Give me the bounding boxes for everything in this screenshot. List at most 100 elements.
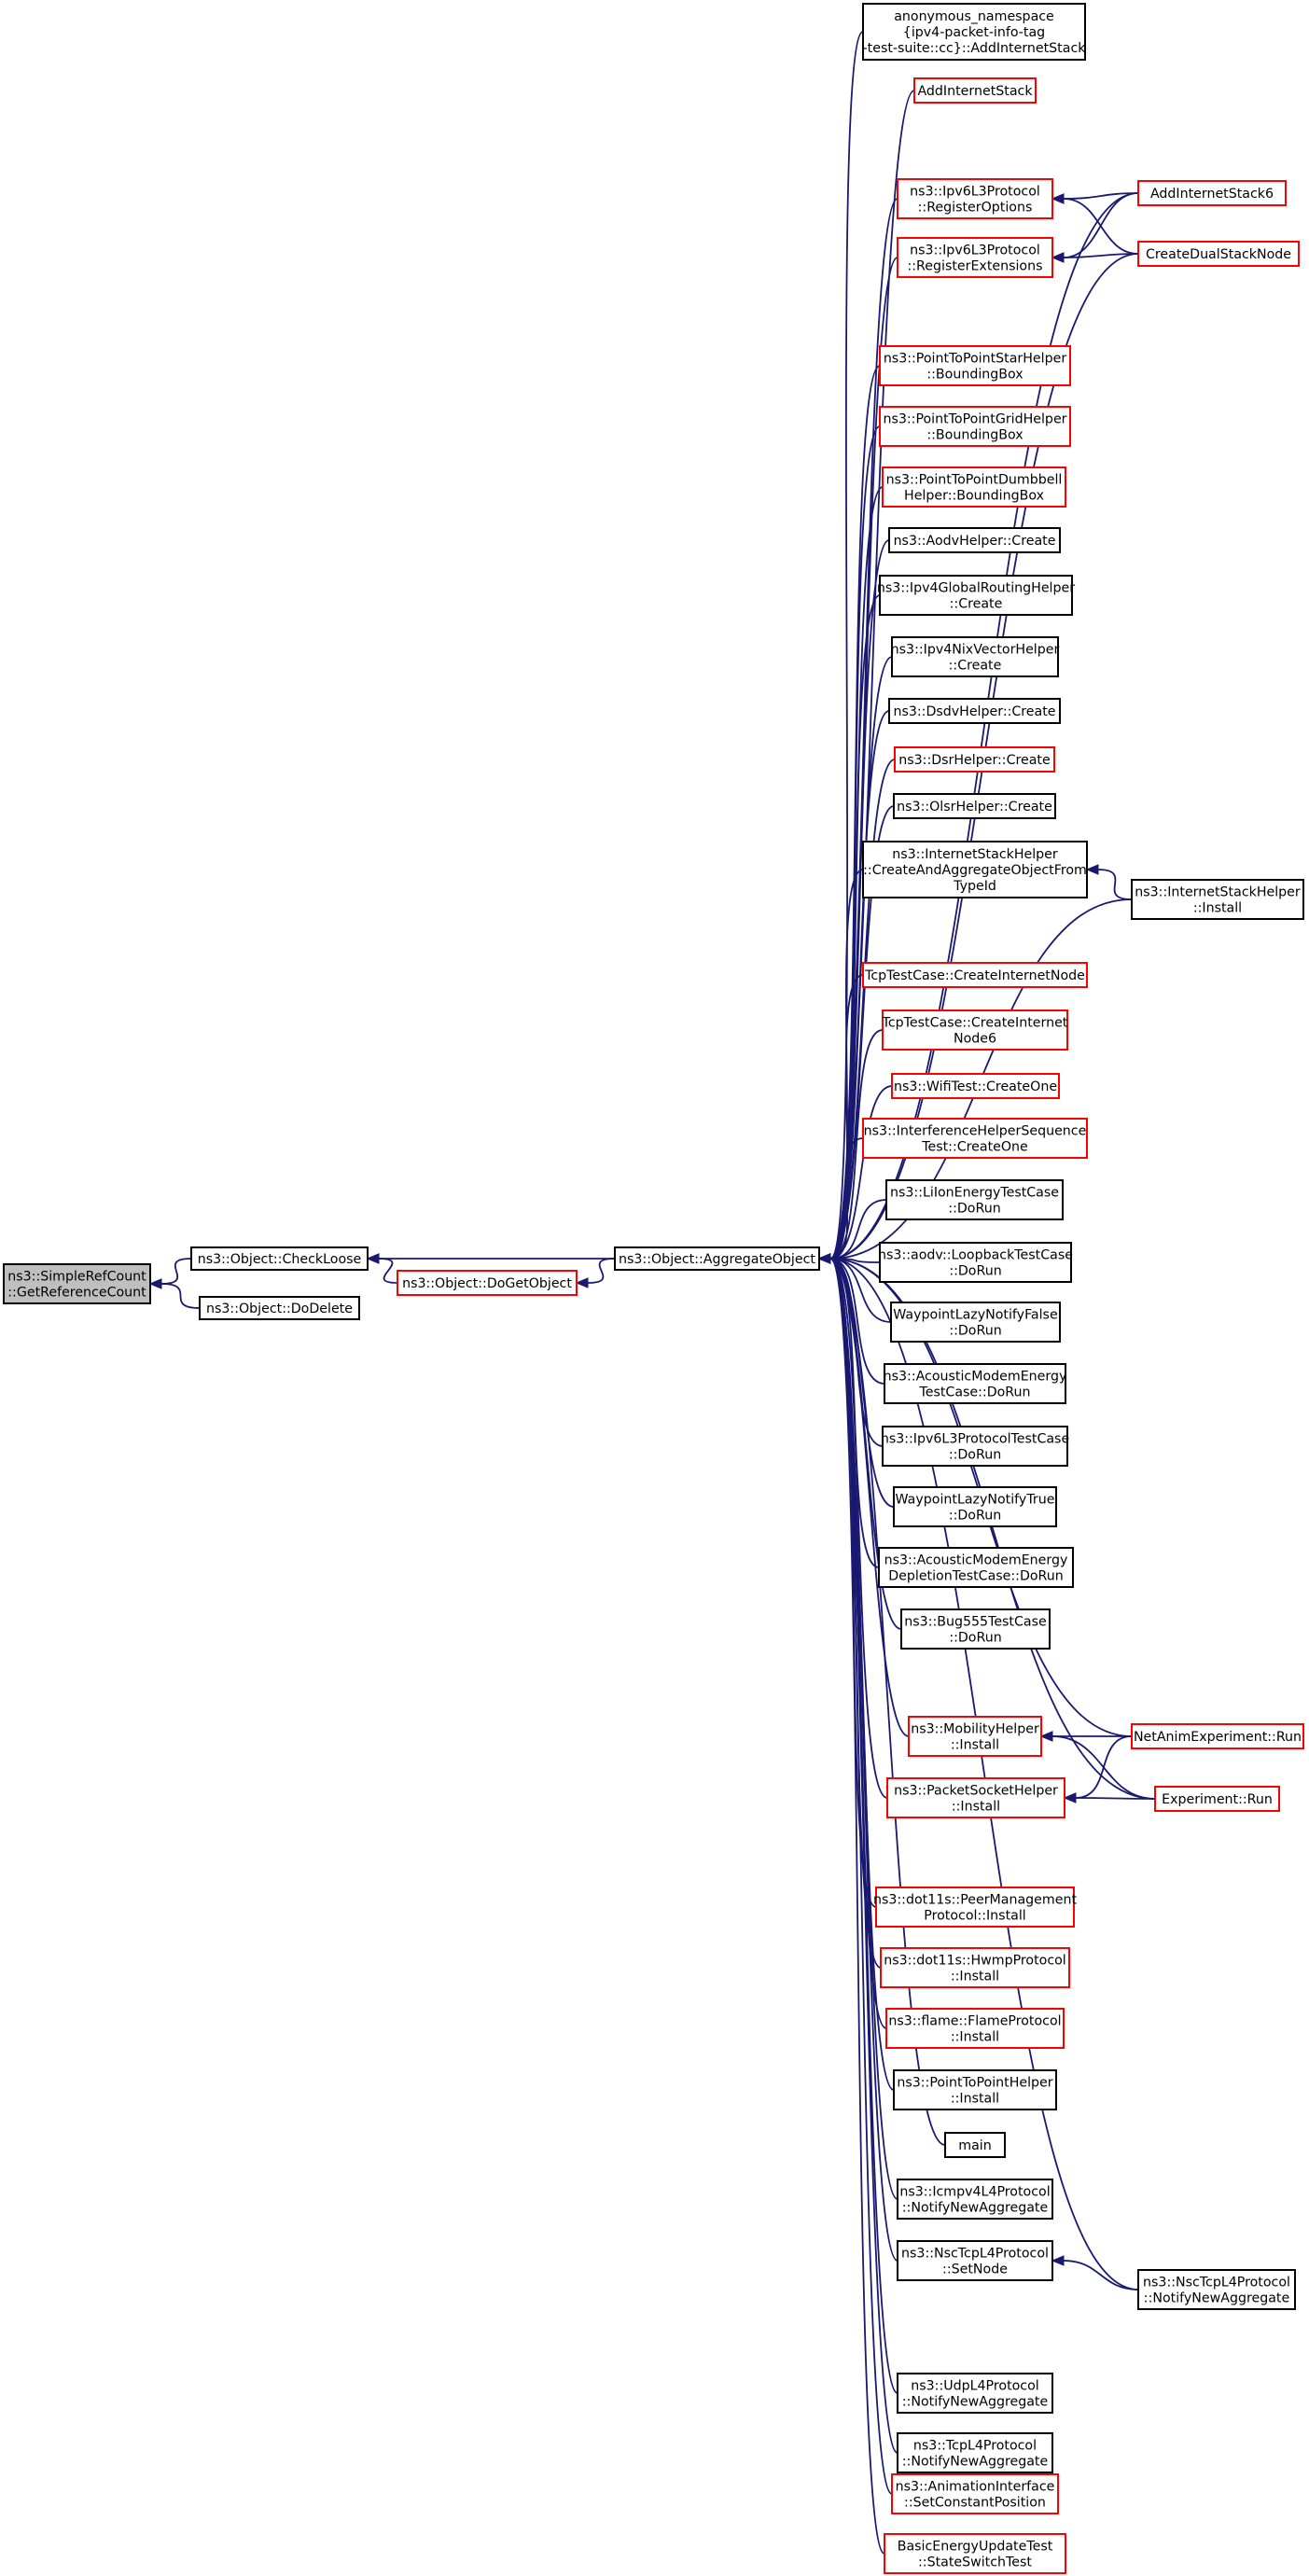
graph-node-udpl4[interactable]: ns3::UdpL4Protocol::NotifyNewAggregate — [897, 2373, 1053, 2414]
call-edge — [1063, 1735, 1133, 1803]
node-label: ns3::MobilityHelper — [911, 1722, 1039, 1737]
node-box — [879, 1242, 1072, 1283]
graph-node-dsdv[interactable]: ns3::DsdvHelper::Create — [888, 698, 1061, 724]
node-label: Test::CreateOne — [921, 1140, 1028, 1155]
call-edge — [1051, 2255, 1139, 2291]
call-edge — [575, 1258, 616, 1288]
graph-node-aggregate[interactable]: ns3::Object::AggregateObject — [614, 1246, 820, 1271]
node-label: Experiment::Run — [1162, 1792, 1273, 1807]
graph-node-root[interactable]: ns3::SimpleRefCount::GetReferenceCount — [3, 1263, 151, 1304]
graph-node-createaggregate[interactable]: ns3::InternetStackHelper::CreateAndAggre… — [862, 841, 1088, 898]
graph-node-basicenergy[interactable]: BasicEnergyUpdateTest::StateSwitchTest — [884, 2533, 1066, 2574]
graph-node-addinternetstack[interactable]: AddInternetStack — [913, 77, 1037, 104]
node-box — [913, 77, 1037, 104]
node-label: Node6 — [954, 1032, 996, 1047]
graph-node-anon_add[interactable]: anonymous_namespace{ipv4-packet-info-tag… — [862, 3, 1087, 61]
graph-node-addinternetstack6[interactable]: AddInternetStack6 — [1137, 180, 1287, 206]
node-label: ns3::UdpL4Protocol — [911, 2379, 1038, 2394]
graph-node-wifitest[interactable]: ns3::WifiTest::CreateOne — [891, 1073, 1060, 1099]
node-box — [862, 1118, 1088, 1159]
graph-node-dsr[interactable]: ns3::DsrHelper::Create — [894, 746, 1055, 773]
node-label: Helper::BoundingBox — [904, 489, 1044, 504]
node-box — [190, 1246, 369, 1271]
graph-node-animiface[interactable]: ns3::AnimationInterface::SetConstantPosi… — [891, 2473, 1059, 2514]
graph-node-nscsetnode[interactable]: ns3::NscTcpL4Protocol::SetNode — [897, 2240, 1053, 2281]
graph-node-ishinstall[interactable]: ns3::InternetStackHelper::Install — [1131, 879, 1304, 920]
graph-node-p2pstar[interactable]: ns3::PointToPointStarHelper::BoundingBox — [879, 345, 1071, 386]
graph-node-p2pdumbbell[interactable]: ns3::PointToPointDumbbellHelper::Boundin… — [882, 466, 1066, 508]
node-box — [893, 2069, 1057, 2110]
graph-node-regext[interactable]: ns3::Ipv6L3Protocol::RegisterExtensions — [897, 237, 1053, 278]
node-box — [879, 406, 1071, 447]
graph-node-interference[interactable]: ns3::InterferenceHelperSequenceTest::Cre… — [862, 1118, 1088, 1159]
graph-node-createdualstack[interactable]: CreateDualStackNode — [1137, 241, 1300, 267]
node-box — [862, 962, 1088, 988]
node-box — [397, 1270, 578, 1296]
graph-node-icmpv4[interactable]: ns3::Icmpv4L4Protocol::NotifyNewAggregat… — [897, 2179, 1053, 2220]
graph-node-dogetobject[interactable]: ns3::Object::DoGetObject — [397, 1270, 578, 1296]
graph-node-tcpcreatenode[interactable]: TcpTestCase::CreateInternetNode — [862, 962, 1088, 988]
graph-node-aodvcreate[interactable]: ns3::AodvHelper::Create — [888, 527, 1061, 553]
graph-node-acousticdep[interactable]: ns3::AcousticModemEnergyDepletionTestCas… — [878, 1547, 1074, 1588]
node-label: ns3::Ipv4NixVectorHelper — [891, 643, 1060, 658]
node-box — [897, 2179, 1053, 2220]
graph-node-mobility[interactable]: ns3::MobilityHelper::Install — [908, 1716, 1042, 1757]
node-box — [944, 2132, 1006, 2158]
graph-node-dodelete[interactable]: ns3::Object::DoDelete — [199, 1296, 360, 1320]
call-edge — [1051, 252, 1139, 263]
node-box — [882, 466, 1066, 508]
node-box — [897, 2432, 1053, 2473]
node-label: ::NotifyNewAggregate — [902, 2455, 1048, 2470]
node-label: ns3::PointToPointDumbbell — [886, 473, 1063, 488]
node-label: ns3::Object::AggregateObject — [619, 1252, 815, 1267]
node-label: ::RegisterOptions — [918, 201, 1033, 216]
node-box — [893, 793, 1056, 819]
node-label: ::NotifyNewAggregate — [902, 2395, 1048, 2410]
graph-node-waypointfalse[interactable]: WaypointLazyNotifyFalse::DoRun — [890, 1302, 1061, 1343]
node-box — [897, 237, 1053, 278]
graph-node-regoptions[interactable]: ns3::Ipv6L3Protocol::RegisterOptions — [897, 178, 1053, 219]
graph-node-ipv4global[interactable]: ns3::Ipv4GlobalRoutingHelper::Create — [877, 575, 1075, 616]
graph-node-waypointtrue[interactable]: WaypointLazyNotifyTrue::DoRun — [893, 1486, 1057, 1527]
node-label: ns3::InternetStackHelper — [892, 847, 1058, 862]
graph-node-tcpl4[interactable]: ns3::TcpL4Protocol::NotifyNewAggregate — [897, 2432, 1053, 2473]
node-box — [897, 178, 1053, 219]
node-label: ::Install — [951, 1970, 999, 1984]
graph-node-experiment[interactable]: Experiment::Run — [1154, 1786, 1280, 1812]
graph-node-checkloose[interactable]: ns3::Object::CheckLoose — [190, 1246, 369, 1271]
node-box — [882, 1426, 1068, 1467]
graph-node-p2pinstall[interactable]: ns3::PointToPointHelper::Install — [893, 2069, 1057, 2110]
node-label: ::CreateAndAggregateObjectFrom — [863, 863, 1087, 878]
graph-node-aodvloop[interactable]: ns3::aodv::LoopbackTestCase::DoRun — [878, 1242, 1073, 1283]
call-edge — [366, 1253, 615, 1264]
node-label: ns3::AcousticModemEnergy — [884, 1370, 1067, 1385]
node-label: ::Install — [1193, 901, 1242, 916]
graph-node-ipv4nix[interactable]: ns3::Ipv4NixVectorHelper::Create — [891, 636, 1060, 677]
node-label: ns3::Object::CheckLoose — [198, 1252, 362, 1267]
node-box — [891, 2473, 1059, 2514]
graph-node-nscnotify[interactable]: ns3::NscTcpL4Protocol::NotifyNewAggregat… — [1137, 2269, 1296, 2310]
call-edge — [366, 1253, 398, 1284]
graph-node-hwmp[interactable]: ns3::dot11s::HwmpProtocol::Install — [880, 1947, 1070, 1988]
graph-node-ipv6l3test[interactable]: ns3::Ipv6L3ProtocolTestCase::DoRun — [881, 1426, 1069, 1467]
node-label: ns3::LiIonEnergyTestCase — [890, 1186, 1059, 1201]
node-box — [875, 1887, 1075, 1928]
node-label: Protocol::Install — [924, 1909, 1025, 1924]
graph-node-peermgmt[interactable]: ns3::dot11s::PeerManagementProtocol::Ins… — [873, 1887, 1077, 1928]
node-box — [879, 575, 1073, 616]
graph-node-netanim[interactable]: NetAnimExperiment::Run — [1131, 1723, 1304, 1749]
graph-node-olsr[interactable]: ns3::OlsrHelper::Create — [893, 793, 1056, 819]
graph-node-bug555[interactable]: ns3::Bug555TestCase::DoRun — [900, 1608, 1051, 1650]
graph-node-p2pgrid[interactable]: ns3::PointToPointGridHelper::BoundingBox — [879, 406, 1071, 447]
nodes-layer: ns3::SimpleRefCount::GetReferenceCountns… — [3, 3, 1304, 2574]
call-edge — [1085, 864, 1133, 900]
node-label: main — [958, 2138, 991, 2153]
graph-node-liion[interactable]: ns3::LiIonEnergyTestCase::DoRun — [885, 1179, 1064, 1220]
node-box — [891, 1073, 1060, 1099]
node-label: ::Install — [951, 2030, 999, 2045]
graph-node-main[interactable]: main — [944, 2132, 1006, 2158]
graph-node-flame[interactable]: ns3::flame::FlameProtocol::Install — [885, 2008, 1065, 2049]
graph-node-packetsocket[interactable]: ns3::PacketSocketHelper::Install — [886, 1777, 1065, 1818]
